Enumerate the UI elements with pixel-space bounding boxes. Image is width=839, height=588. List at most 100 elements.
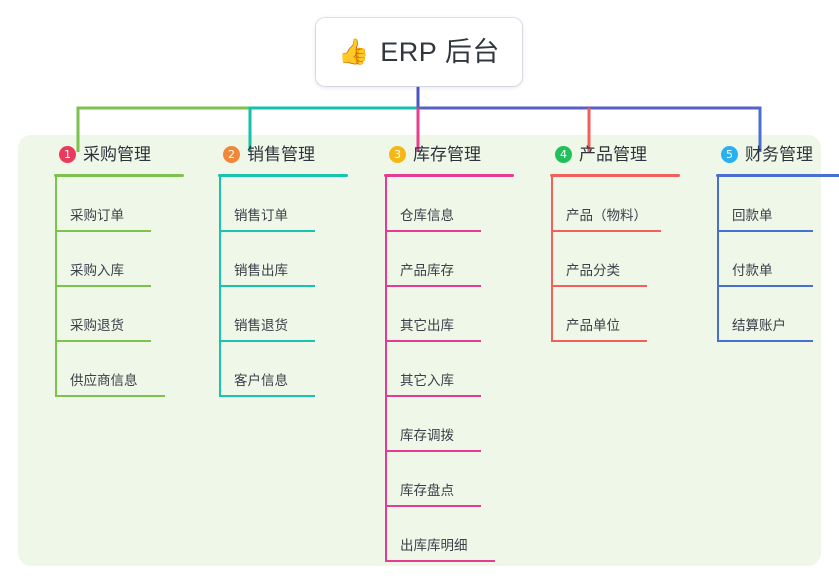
leaf-item[interactable]: 供应商信息 [40,342,200,397]
leaf-label: 采购退货 [70,317,124,333]
leaf-label: 仓库信息 [400,207,454,223]
leaf-spine [385,452,387,507]
leaf-label: 其它出库 [400,317,454,333]
leaf-item[interactable]: 结算账户 [702,287,839,342]
branch-underline-purchase [54,174,184,177]
leaf-underline [219,285,315,287]
branch-badge-inventory: 3 [389,145,406,163]
leaf-underline [385,395,481,397]
leaf-item[interactable]: 仓库信息 [370,177,530,232]
leaf-label: 库存调拨 [400,427,454,443]
leaf-label: 其它入库 [400,372,454,388]
leaf-underline [55,340,151,342]
leaf-item[interactable]: 付款单 [702,232,839,287]
leaf-underline [219,395,315,397]
branch-column-product: 4 产品管理产品（物料）产品分类产品单位 [536,135,696,342]
leaf-item[interactable]: 采购退货 [40,287,200,342]
leaf-label: 产品库存 [400,262,454,278]
leaf-item[interactable]: 其它出库 [370,287,530,342]
leaf-item[interactable]: 出库库明细 [370,507,530,562]
leaf-spine [55,177,57,232]
leaf-underline [385,285,481,287]
leaf-underline [385,230,481,232]
branch-column-inventory: 3 库存管理仓库信息产品库存其它出库其它入库库存调拨库存盘点出库库明细 [370,135,530,562]
root-node[interactable]: 👍 ERP 后台 [316,18,522,86]
branch-title-product: 产品管理 [579,144,647,164]
leaf-spine [219,342,221,397]
leaf-item[interactable]: 产品单位 [536,287,696,342]
leaf-item[interactable]: 产品（物料） [536,177,696,232]
leaf-item[interactable]: 采购入库 [40,232,200,287]
branch-underline-finance [716,174,839,177]
leaf-spine [551,287,553,342]
leaf-underline [717,285,813,287]
diagram-panel [18,135,821,566]
leaf-label: 库存盘点 [400,482,454,498]
leaf-item[interactable]: 采购订单 [40,177,200,232]
branch-badge-finance: 5 [721,145,738,163]
leaf-spine [717,287,719,342]
leaf-item[interactable]: 产品分类 [536,232,696,287]
leaf-item[interactable]: 库存调拨 [370,397,530,452]
leaf-spine [551,177,553,232]
leaf-item[interactable]: 产品库存 [370,232,530,287]
leaf-underline [717,230,813,232]
branch-items-sales: 销售订单销售出库销售退货客户信息 [204,177,364,397]
leaf-spine [219,232,221,287]
leaf-item[interactable]: 销售订单 [204,177,364,232]
branch-underline-sales [218,174,348,177]
leaf-spine [219,287,221,342]
leaf-spine [55,342,57,397]
branch-header-product[interactable]: 4 产品管理 [536,135,696,173]
leaf-underline [551,340,647,342]
leaf-underline [385,560,495,562]
leaf-item[interactable]: 回款单 [702,177,839,232]
branch-underline-inventory [384,174,514,177]
leaf-spine [385,397,387,452]
branch-title-inventory: 库存管理 [413,144,481,164]
leaf-item[interactable]: 客户信息 [204,342,364,397]
leaf-label: 产品单位 [566,317,620,333]
leaf-underline [55,230,151,232]
branch-items-inventory: 仓库信息产品库存其它出库其它入库库存调拨库存盘点出库库明细 [370,177,530,562]
branch-items-finance: 回款单付款单结算账户 [702,177,839,342]
leaf-underline [55,395,165,397]
leaf-underline [385,340,481,342]
leaf-spine [55,287,57,342]
branch-badge-sales: 2 [223,145,240,163]
leaf-spine [385,507,387,562]
leaf-item[interactable]: 销售退货 [204,287,364,342]
leaf-spine [717,177,719,232]
leaf-label: 采购入库 [70,262,124,278]
branch-title-sales: 销售管理 [247,144,315,164]
leaf-item[interactable]: 销售出库 [204,232,364,287]
leaf-underline [219,340,315,342]
leaf-label: 付款单 [732,262,773,278]
leaf-spine [385,232,387,287]
leaf-underline [385,505,481,507]
leaf-spine [55,232,57,287]
branch-underline-product [550,174,680,177]
leaf-spine [551,232,553,287]
branch-badge-product: 4 [555,145,572,163]
root-title: ERP 后台 [380,36,500,67]
leaf-spine [219,177,221,232]
branch-items-purchase: 采购订单采购入库采购退货供应商信息 [40,177,200,397]
leaf-underline [55,285,151,287]
branch-header-inventory[interactable]: 3 库存管理 [370,135,530,173]
branch-title-purchase: 采购管理 [83,144,151,164]
leaf-label: 供应商信息 [70,372,138,388]
leaf-spine [717,232,719,287]
branch-header-sales[interactable]: 2 销售管理 [204,135,364,173]
leaf-label: 销售退货 [234,317,288,333]
leaf-label: 客户信息 [234,372,288,388]
leaf-underline [385,450,481,452]
leaf-item[interactable]: 库存盘点 [370,452,530,507]
leaf-item[interactable]: 其它入库 [370,342,530,397]
